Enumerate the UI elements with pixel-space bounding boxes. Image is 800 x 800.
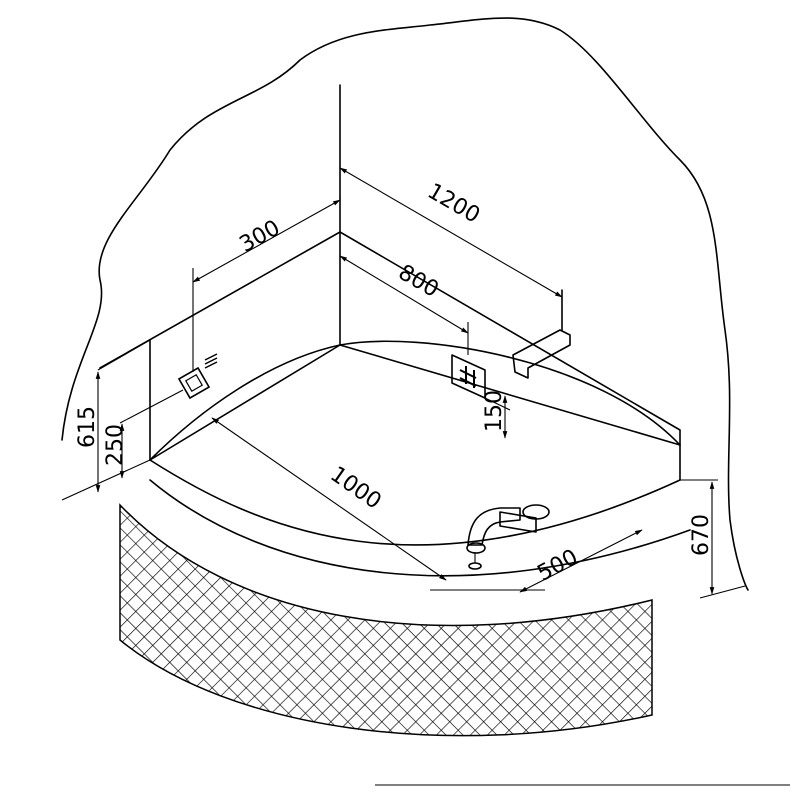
dimension-500: 500 [430, 529, 643, 593]
basin-right-edge [339, 344, 681, 446]
control-panel-icon [451, 354, 486, 399]
tub-basin-curve [149, 340, 681, 461]
front-apron-top [149, 459, 681, 546]
label-250: 250 [103, 424, 128, 466]
spout-icon [512, 289, 571, 379]
dimension-150: 150 [482, 390, 511, 439]
label-500: 500 [533, 545, 582, 587]
dimension-1200: 1200 [339, 167, 563, 298]
left-ground-line [61, 459, 151, 501]
dimension-1000: 1000 [211, 417, 447, 581]
dimension-300: 300 [192, 195, 341, 372]
tub-top-rim [99, 231, 681, 481]
overflow-box-icon [177, 353, 218, 400]
dimension-670: 670 [680, 479, 746, 599]
label-1000: 1000 [325, 462, 385, 515]
label-670: 670 [689, 514, 714, 556]
dimension-250: 250 [103, 389, 184, 479]
label-300: 300 [236, 216, 285, 258]
dimension-800: 800 [339, 255, 469, 355]
wall-outline [61, 17, 749, 591]
front-panel-mesh [119, 503, 653, 737]
label-615: 615 [75, 406, 100, 448]
dimension-615: 615 [75, 339, 151, 493]
label-150: 150 [482, 390, 507, 432]
label-800: 800 [394, 260, 443, 303]
basin-left-edge [149, 344, 341, 461]
